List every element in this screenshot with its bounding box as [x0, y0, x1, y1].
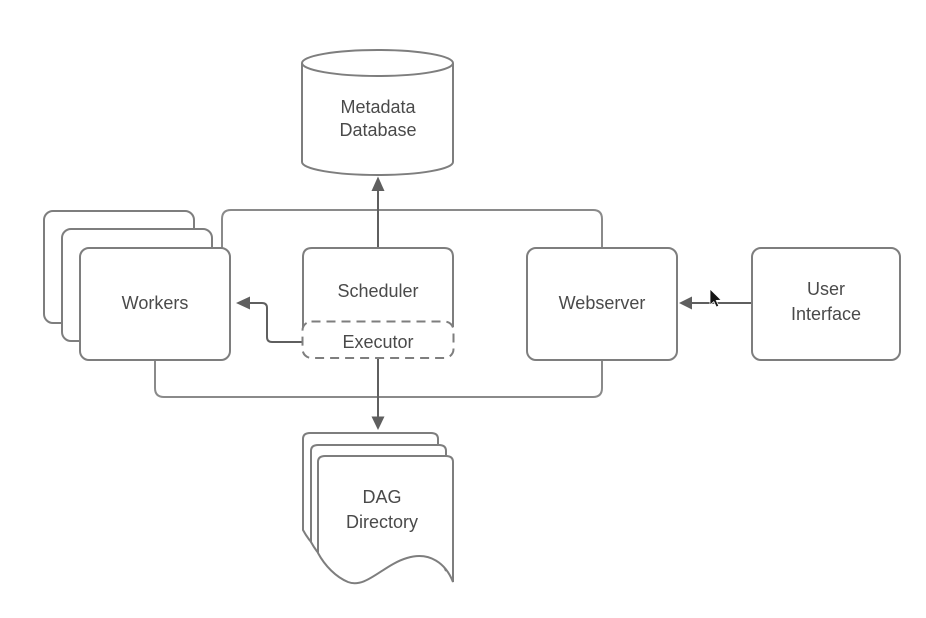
- webserver-box: [526, 247, 678, 361]
- arrowhead-down-icon: [371, 416, 385, 430]
- database-label-line2: Database: [339, 120, 416, 140]
- user-interface-label-line1: User: [807, 279, 845, 299]
- edge-executor-to-dag: [371, 357, 385, 430]
- node-executor-box: [301, 320, 455, 359]
- edge-scheduler-to-database: [371, 176, 385, 248]
- dag-document-front: [317, 455, 454, 585]
- arrowhead-left-icon: [679, 296, 692, 310]
- arrowhead-left-icon: [236, 296, 250, 310]
- edge-executor-to-workers: [236, 296, 304, 343]
- edge-line-elbow: [250, 302, 304, 343]
- scheduler-fill: [303, 248, 453, 326]
- user-interface-box: [751, 247, 901, 361]
- workers-stack-front: [79, 247, 231, 361]
- arrowhead-up-icon: [371, 176, 385, 191]
- database-cylinder-top: [301, 49, 454, 77]
- webserver-label: Webserver: [559, 293, 646, 313]
- executor-label: Executor: [342, 332, 413, 352]
- node-metadata-database: Metadata Database: [301, 49, 454, 176]
- node-dag-directory: DAG Directory: [302, 432, 454, 585]
- node-webserver: Webserver: [526, 247, 678, 361]
- user-interface-label-line2: Interface: [791, 304, 861, 324]
- mouse-cursor-icon: [709, 288, 723, 308]
- workers-label: Workers: [122, 293, 189, 313]
- node-scheduler: Scheduler Executor: [301, 247, 455, 359]
- node-user-interface: User Interface: [751, 247, 901, 361]
- database-label-line1: Metadata: [340, 97, 416, 117]
- scheduler-border: [302, 247, 454, 327]
- dag-directory-label-line1: DAG: [362, 487, 401, 507]
- edge-ui-to-webserver: [679, 296, 752, 310]
- dag-directory-label-line2: Directory: [346, 512, 418, 532]
- node-workers: Workers: [43, 210, 231, 361]
- scheduler-label: Scheduler: [337, 281, 418, 301]
- database-cylinder-body: [301, 63, 454, 176]
